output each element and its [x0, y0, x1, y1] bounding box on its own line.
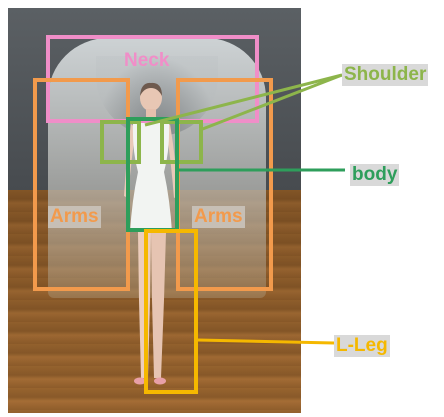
body-label: body: [350, 164, 399, 186]
arms-left-label: Arms: [48, 206, 101, 228]
l-leg-leader-line: [198, 340, 334, 343]
shoulder-label: Shoulder: [342, 64, 428, 86]
shoulder-leader-line-right: [200, 75, 342, 130]
l-leg-label: L-Leg: [334, 335, 390, 357]
neck-label: Neck: [124, 50, 169, 72]
shoulder-leader-line-left: [145, 75, 342, 125]
arms-right-label: Arms: [192, 206, 245, 228]
